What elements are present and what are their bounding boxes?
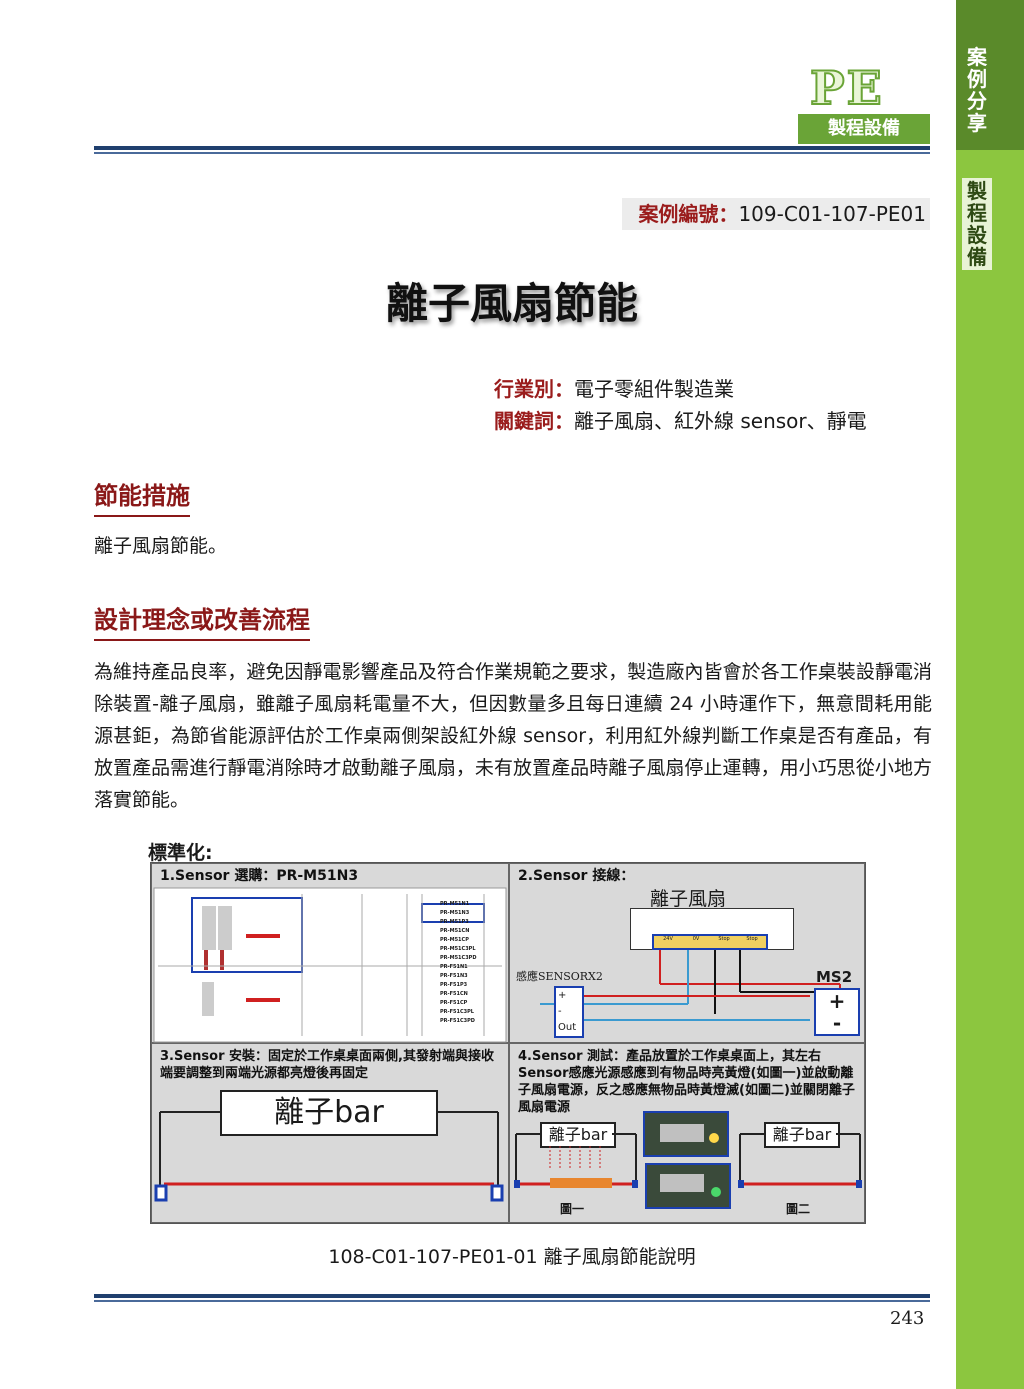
keywords-line: 關鍵詞：離子風扇、紅外線 sensor、靜電	[494, 406, 867, 436]
sensor-model-row: PR-M51CN	[440, 928, 470, 934]
ion-bar-left: 離子bar	[540, 1122, 616, 1148]
pe-logo: PE	[809, 61, 884, 115]
sensor-model-row: PR-M51P3	[440, 919, 469, 925]
q4-text: 4.Sensor 測試：產品放置於工作桌桌面上，其左右Sensor感應光源感應到…	[518, 1049, 855, 1115]
ms2-terminal-minus: -	[832, 1011, 842, 1035]
sensor-selection-table	[153, 887, 507, 1043]
header-rule	[94, 146, 930, 150]
design-text: 為維持產品良率，避免因靜電影響產品及符合作業規範之要求，製造廠內皆會於各工作桌裝…	[94, 661, 932, 811]
sensor-model-row: PR-M51CP	[440, 937, 469, 943]
sidebar-char: 分	[967, 89, 987, 113]
workbench-diagram	[154, 1111, 504, 1202]
industry-value: 電子零組件製造業	[574, 377, 734, 401]
page-title: 離子風扇節能	[385, 279, 638, 328]
measures-heading: 節能措施	[94, 476, 190, 517]
test-diagram	[514, 1111, 862, 1209]
terminal-24v: 24V	[654, 936, 682, 948]
measures-text: 離子風扇節能。	[94, 535, 228, 557]
fig1-label: 圖一	[560, 1202, 585, 1216]
sidebar-category-label: 製 程 設 備	[962, 178, 992, 270]
ms2-label: MS2	[816, 968, 853, 986]
sidebar-section-label: 案 例 分 享	[962, 46, 992, 134]
sidebar-section-tab	[956, 0, 1024, 150]
sensor-terminal-block: + - Out	[554, 986, 584, 1038]
figure-q3: 3.Sensor 安裝：固定於工作桌桌面兩側,其發射端與接收端要調整到兩端光源都…	[151, 1043, 509, 1223]
sidebar-char: 程	[967, 201, 987, 225]
figure-caption: 108-C01-107-PE01-01 離子風扇節能說明	[328, 1246, 696, 1268]
sensor-model-row: PR-F51C3PD	[440, 1018, 475, 1024]
q1-title: 1.Sensor 選購：PR-M51N3	[160, 868, 359, 884]
sensor-terminal-minus: -	[558, 1006, 562, 1017]
ms2-terminal-block: + -	[814, 988, 860, 1036]
q3-text: 3.Sensor 安裝：固定於工作桌桌面兩側,其發射端與接收端要調整到兩端光源都…	[160, 1049, 494, 1081]
sidebar-char: 製	[967, 179, 987, 203]
sensor-model-row: PR-M51N1	[440, 901, 470, 907]
terminal-stop-2: Stop	[738, 936, 766, 948]
footer-rule	[94, 1294, 930, 1298]
figure-q4: 4.Sensor 測試：產品放置於工作桌桌面上，其左右Sensor感應光源感應到…	[509, 1043, 865, 1223]
sensor-model-row: PR-F51CP	[440, 1000, 468, 1006]
sensor-label: 感應SENSORX2	[516, 970, 603, 983]
sensor-model-row: PR-F51N1	[440, 964, 468, 970]
standardization-label: 標準化:	[148, 842, 213, 864]
figure-q2: 2.Sensor 接線： 離子風扇 24V 0V Stop Stop 感應SEN…	[509, 863, 865, 1043]
design-heading: 設計理念或改善流程	[94, 600, 310, 641]
sensor-model-row: PR-M51N3	[440, 910, 470, 916]
ms2-terminal-plus: +	[828, 989, 846, 1013]
sidebar-char: 享	[967, 111, 987, 135]
fan-terminals: 24V 0V Stop Stop	[652, 934, 768, 950]
sensor-model-row: PR-F51CN	[440, 991, 468, 997]
sidebar-char: 備	[967, 245, 987, 269]
ion-bar-box: 離子bar	[220, 1090, 438, 1136]
footer-rule-thin	[94, 1300, 930, 1302]
sensor-model-row: PR-F51P3	[440, 982, 468, 988]
sidebar-char: 設	[967, 223, 987, 247]
sensor-terminal-plus: +	[558, 990, 567, 1001]
sidebar-char: 案	[967, 45, 987, 69]
industry-line: 行業別：電子零組件製造業	[494, 374, 734, 404]
terminal-stop: Stop	[710, 936, 738, 948]
sidebar-char: 例	[967, 67, 987, 91]
case-number-label: 案例編號：	[638, 202, 739, 226]
sensor-model-row: PR-F51N3	[440, 973, 468, 979]
fig2-label: 圖二	[786, 1202, 811, 1216]
keywords-value: 離子風扇、紅外線 sensor、靜電	[574, 409, 867, 433]
page-number: 243	[890, 1308, 925, 1329]
case-number: 案例編號：109-C01-107-PE01	[622, 198, 930, 230]
sensor-model-row: PR-F51C3PL	[440, 1009, 474, 1015]
header-rule-thin	[94, 152, 930, 154]
industry-label: 行業別：	[494, 377, 574, 401]
terminal-0v: 0V	[682, 936, 710, 948]
fan-label: 離子風扇	[650, 888, 727, 910]
case-number-value: 109-C01-107-PE01	[738, 202, 926, 226]
sensor-model-row: PR-M51C3PL	[440, 946, 476, 952]
q2-title: 2.Sensor 接線：	[518, 868, 635, 884]
sensor-model-row: PR-M51C3PD	[440, 955, 477, 961]
sensor-terminal-out: Out	[558, 1022, 577, 1033]
keywords-label: 關鍵詞：	[494, 409, 574, 433]
category-tag: 製程設備	[798, 114, 930, 144]
